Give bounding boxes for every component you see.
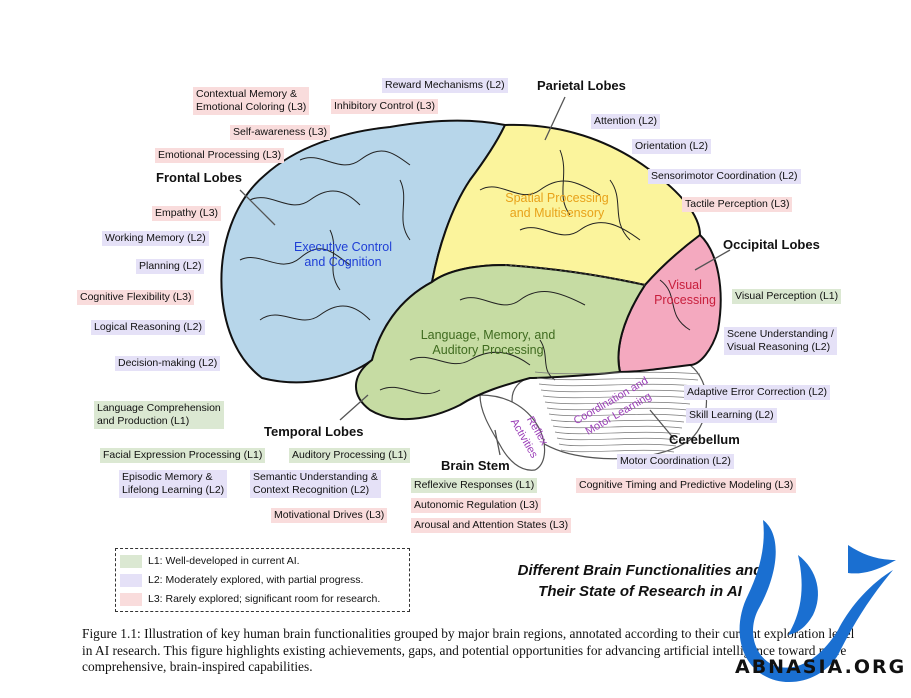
region-name-frontal: Frontal Lobes bbox=[156, 170, 242, 185]
label-arousal-attention: Arousal and Attention States (L3) bbox=[411, 518, 572, 533]
label-language-comprehension: Language Comprehension and Production (L… bbox=[94, 401, 224, 429]
region-name-parietal: Parietal Lobes bbox=[537, 78, 626, 93]
figure-caption: Figure 1.1: Illustration of key human br… bbox=[82, 626, 855, 674]
label-adaptive-error-correction: Adaptive Error Correction (L2) bbox=[684, 385, 831, 400]
pointer-line bbox=[494, 429, 501, 456]
label-scene-understanding: Scene Understanding / Visual Reasoning (… bbox=[724, 327, 837, 355]
gyrus-line bbox=[299, 150, 411, 166]
label-reflexive-responses: Reflexive Responses (L1) bbox=[411, 478, 538, 493]
legend-text-l2: L2: Moderately explored, with partial pr… bbox=[148, 574, 364, 586]
legend-item-l2: L2: Moderately explored, with partial pr… bbox=[120, 572, 363, 588]
gyrus-line bbox=[659, 279, 691, 331]
gyrus-line bbox=[399, 179, 411, 241]
label-episodic-memory: Episodic Memory & Lifelong Learning (L2) bbox=[119, 470, 228, 498]
bird-logo-icon bbox=[739, 520, 896, 683]
gyrus-line bbox=[609, 179, 631, 241]
gyri-lines bbox=[239, 149, 701, 453]
parietal-function-label: Spatial Processing and Multisensory bbox=[505, 191, 609, 220]
label-autonomic-regulation: Autonomic Regulation (L3) bbox=[411, 498, 542, 513]
gyrus-line bbox=[259, 305, 371, 321]
legend-item-l3: L3: Rarely explored; significant room fo… bbox=[120, 591, 380, 607]
label-visual-perception: Visual Perception (L1) bbox=[732, 289, 842, 304]
label-semantic-understanding: Semantic Understanding & Context Recogni… bbox=[250, 470, 381, 498]
pointer-lines bbox=[239, 96, 731, 456]
gyrus-line bbox=[479, 180, 601, 196]
cerebellum-striation bbox=[558, 443, 677, 447]
cerebellum-striation bbox=[544, 401, 691, 405]
gyrus-line bbox=[539, 339, 556, 381]
label-emotional-processing: Emotional Processing (L3) bbox=[155, 148, 285, 163]
legend-swatch-l3 bbox=[120, 592, 142, 606]
cerebellum-striation bbox=[552, 425, 683, 429]
cerebellum-striation bbox=[556, 437, 679, 441]
label-skill-learning: Skill Learning (L2) bbox=[686, 408, 777, 423]
label-motivational-drives: Motivational Drives (L3) bbox=[271, 508, 388, 523]
label-reward-mechanisms: Reward Mechanisms (L2) bbox=[382, 78, 508, 93]
label-cognitive-flexibility: Cognitive Flexibility (L3) bbox=[77, 290, 195, 305]
label-attention: Attention (L2) bbox=[591, 114, 661, 129]
cerebellum-striation bbox=[560, 449, 675, 453]
legend-swatch-l2 bbox=[120, 573, 142, 587]
legend-swatch-l1 bbox=[120, 554, 142, 568]
legend-item-l1: L1: Well-developed in current AI. bbox=[120, 553, 300, 569]
label-sensorimotor-coordination: Sensorimotor Coordination (L2) bbox=[648, 169, 801, 184]
label-logical-reasoning: Logical Reasoning (L2) bbox=[91, 320, 205, 335]
pointer-line bbox=[544, 96, 566, 141]
boundary-dotted-line bbox=[504, 264, 646, 286]
legend: L1: Well-developed in current AI. L2: Mo… bbox=[115, 548, 410, 612]
gyrus-line bbox=[559, 149, 571, 216]
legend-text-l1: L1: Well-developed in current AI. bbox=[148, 555, 300, 567]
cerebellum-striation bbox=[534, 371, 701, 375]
label-planning: Planning (L2) bbox=[136, 259, 205, 274]
region-name-cerebellum: Cerebellum bbox=[669, 432, 740, 447]
label-decision-making: Decision-making (L2) bbox=[115, 356, 221, 371]
cerebellum-striation bbox=[542, 395, 693, 399]
cerebellum-striation bbox=[540, 389, 695, 393]
cerebellum-striation bbox=[546, 407, 689, 411]
region-name-temporal: Temporal Lobes bbox=[264, 424, 364, 439]
gyrus-line bbox=[239, 248, 351, 266]
label-self-awareness: Self-awareness (L3) bbox=[230, 125, 330, 140]
label-motor-coordination: Motor Coordination (L2) bbox=[617, 454, 734, 469]
gyrus-line bbox=[459, 291, 586, 306]
label-working-memory: Working Memory (L2) bbox=[102, 231, 209, 246]
cerebellum-striation bbox=[550, 419, 685, 423]
watermark-text: ABNASIA.ORG bbox=[735, 656, 907, 678]
label-contextual-memory: Contextual Memory & Emotional Coloring (… bbox=[193, 87, 310, 115]
cerebellum-striation bbox=[538, 383, 697, 387]
frontal-function-label: Executive Control and Cognition bbox=[294, 240, 392, 269]
label-facial-expression: Facial Expression Processing (L1) bbox=[100, 448, 266, 463]
cerebellum-striation bbox=[548, 413, 687, 417]
pointer-line bbox=[239, 189, 276, 226]
pointer-line bbox=[339, 394, 369, 421]
region-name-brainstem: Brain Stem bbox=[441, 458, 510, 473]
region-name-occipital: Occipital Lobes bbox=[723, 237, 820, 252]
gyrus-line bbox=[329, 229, 341, 291]
label-cognitive-timing: Cognitive Timing and Predictive Modeling… bbox=[576, 478, 797, 493]
pointer-line bbox=[649, 409, 676, 441]
figure-title: Different Brain Functionalities and Thei… bbox=[517, 562, 763, 600]
label-empathy: Empathy (L3) bbox=[152, 206, 222, 221]
temporal-function-label: Language, Memory, and Auditory Processin… bbox=[420, 328, 556, 357]
cerebellum-striation bbox=[554, 431, 681, 435]
brainstem-shape bbox=[479, 394, 546, 471]
gyrus-line bbox=[249, 190, 361, 206]
label-orientation: Orientation (L2) bbox=[632, 139, 711, 154]
cerebellum-striation bbox=[536, 377, 699, 381]
pointer-line bbox=[694, 249, 731, 271]
legend-text-l3: L3: Rarely explored; significant room fo… bbox=[148, 593, 381, 605]
gyrus-line bbox=[379, 386, 441, 395]
gyrus-line bbox=[409, 351, 531, 366]
occipital-function-label: Visual Processing bbox=[654, 278, 716, 307]
label-tactile-perception: Tactile Perception (L3) bbox=[682, 197, 793, 212]
label-inhibitory-control: Inhibitory Control (L3) bbox=[331, 99, 438, 114]
label-auditory-processing: Auditory Processing (L1) bbox=[289, 448, 410, 463]
